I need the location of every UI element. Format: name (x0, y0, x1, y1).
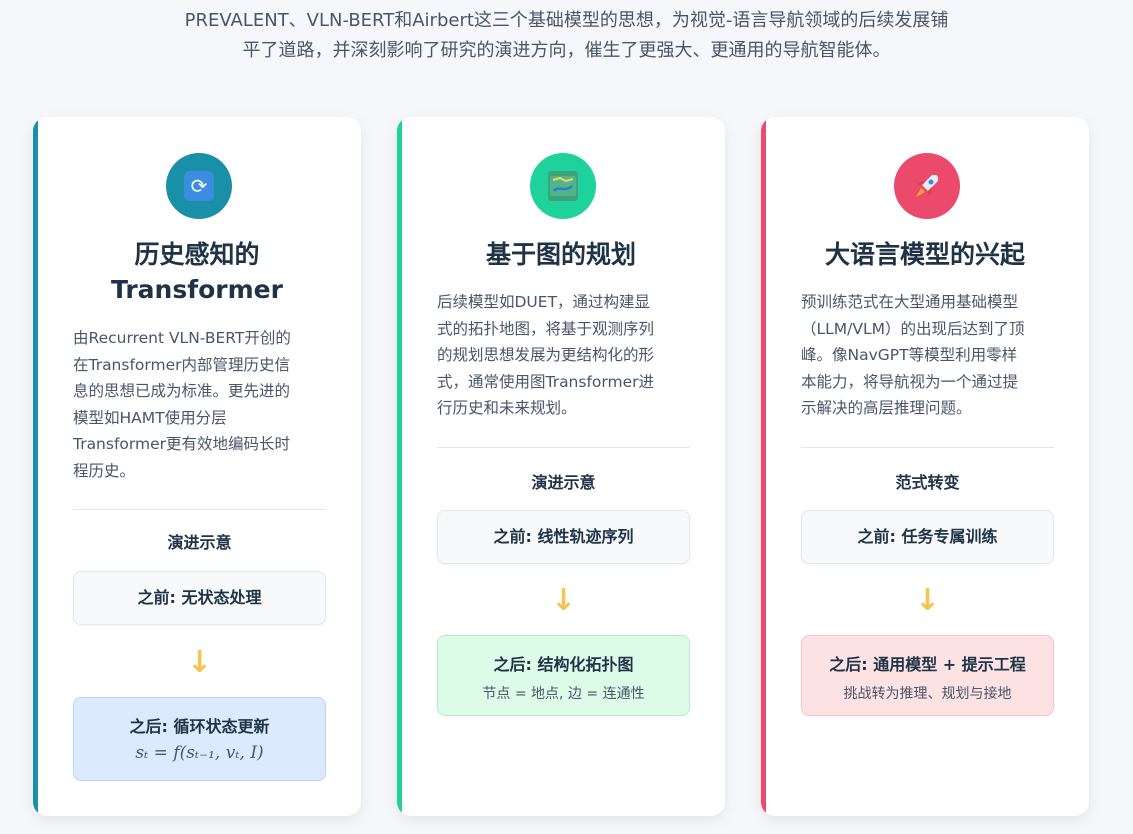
down-arrow-icon: ↓ (550, 583, 577, 618)
after-note: 挑战转为推理、规划与接地 (843, 686, 1012, 702)
card-icon-badge (530, 153, 596, 219)
divider (801, 447, 1054, 448)
after-note: 节点 = 地点, 边 = 连通性 (482, 686, 645, 702)
card-description: 后续模型如DUET，通过构建显 式的拓扑地图，将基于观测序列 的规划思想发展为更… (437, 289, 691, 422)
card-title: 历史感知的 Transformer (53, 237, 341, 307)
divider (437, 447, 690, 448)
description-line: 预训练范式在大型通用基础模型 (801, 293, 1019, 311)
card-history-aware-transformer: ⟳ 历史感知的 Transformer 由Recurrent VLN-BERT开… (33, 117, 361, 816)
description-line: 示解决的高层推理问题。 (801, 399, 972, 417)
down-arrow-icon: ↓ (186, 645, 213, 680)
intro-line-2: 平了道路，并深刻影响了研究的演进方向，催生了更强大、更通用的导航智能体。 (242, 40, 891, 61)
description-line: Transformer更有效地编码长时 (73, 435, 291, 453)
before-box: 之前: 任务专属训练 (801, 510, 1054, 564)
description-line: 本能力，将导航视为一个通过提 (801, 372, 1019, 391)
card-icon-badge (894, 153, 960, 219)
section-label: 演进示意 (167, 533, 232, 552)
after-box: 之后: 通用模型 + 提示工程 挑战转为推理、规划与接地 (801, 635, 1054, 716)
before-box: 之前: 线性轨迹序列 (437, 510, 690, 564)
card-accent-bar (397, 117, 402, 816)
before-box: 之前: 无状态处理 (73, 571, 326, 625)
description-line: 息的思想已成为标准。更先进的 (73, 382, 291, 400)
description-line: （LLM/VLM）的出现后达到了顶 (801, 319, 1025, 338)
after-label: 之后: 结构化拓扑图 (493, 655, 634, 674)
card-description: 由Recurrent VLN-BERT开创的 在Transformer内部管理历… (73, 325, 327, 484)
card-title-line: Transformer (111, 275, 283, 304)
description-line: 式的拓扑地图，将基于观测序列 (437, 319, 655, 338)
section-label: 范式转变 (895, 473, 960, 492)
description-line: 模型如HAMT使用分层 (73, 408, 227, 427)
card-icon-badge: ⟳ (166, 153, 232, 219)
after-formula: sₜ = f(sₜ₋₁, vₜ, I) (135, 743, 264, 763)
after-box: 之后: 循环状态更新 sₜ = f(sₜ₋₁, vₜ, I) (73, 697, 326, 781)
description-line: 程历史。 (73, 461, 136, 480)
description-line: 峰。像NavGPT等模型利用零样 (801, 346, 1018, 364)
section-label: 演进示意 (531, 473, 596, 492)
description-line: 在Transformer内部管理历史信 (73, 355, 291, 374)
card-title: 基于图的规划 (485, 240, 636, 269)
description-line: 式，通常使用图Transformer进 (437, 372, 655, 391)
rocket-icon (912, 171, 942, 201)
card-title: 大语言模型的兴起 (824, 240, 1025, 269)
after-label: 之后: 通用模型 + 提示工程 (829, 655, 1026, 674)
description-line: 的规划思想发展为更结构化的形 (437, 346, 655, 364)
divider (73, 509, 326, 510)
card-graph-based-planning: 基于图的规划 后续模型如DUET，通过构建显 式的拓扑地图，将基于观测序列 的规… (397, 117, 725, 816)
card-accent-bar (761, 117, 766, 816)
intro-line-1: PREVALENT、VLN-BERT和Airbert这三个基础模型的思想，为视觉… (184, 10, 949, 31)
intro-paragraph: PREVALENT、VLN-BERT和Airbert这三个基础模型的思想，为视觉… (0, 6, 1133, 66)
down-arrow-icon: ↓ (914, 583, 941, 618)
after-box: 之后: 结构化拓扑图 节点 = 地点, 边 = 连通性 (437, 635, 690, 716)
card-rise-of-llms: 大语言模型的兴起 预训练范式在大型通用基础模型 （LLM/VLM）的出现后达到了… (761, 117, 1089, 816)
description-line: 行历史和未来规划。 (437, 399, 577, 417)
arrows-cycle-icon: ⟳ (184, 171, 214, 201)
description-line: 后续模型如DUET，通过构建显 (437, 293, 651, 311)
description-line: 由Recurrent VLN-BERT开创的 (73, 329, 291, 347)
card-title-line: 历史感知的 (134, 240, 260, 269)
card-accent-bar (33, 117, 38, 816)
card-description: 预训练范式在大型通用基础模型 （LLM/VLM）的出现后达到了顶 峰。像NavG… (801, 289, 1055, 422)
map-icon (548, 171, 578, 201)
after-label: 之后: 循环状态更新 (129, 717, 270, 736)
